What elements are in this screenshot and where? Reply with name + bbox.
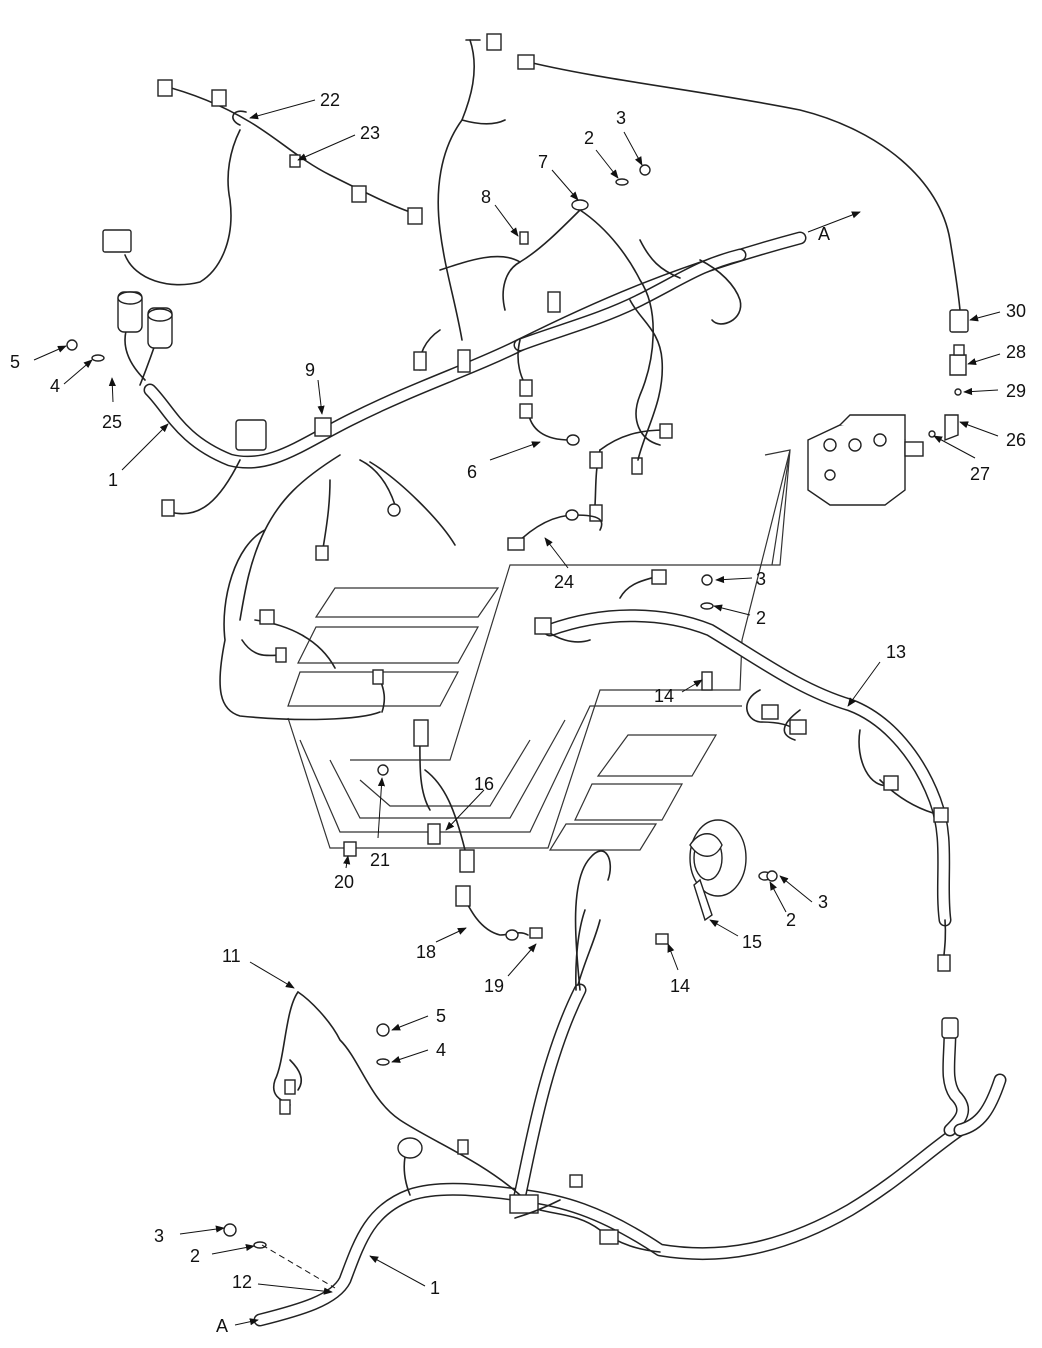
callout-11: 11 — [222, 946, 241, 966]
harness-segment-24 — [507, 509, 603, 551]
callout-5: 5 — [436, 1006, 446, 1026]
valve-block-assembly — [807, 344, 967, 506]
callout-labels: 22 23 3 2 7 8 A 30 28 29 26 27 5 4 25 9 … — [10, 90, 1026, 1336]
callout-a-top: A — [818, 224, 830, 244]
callout-19: 19 — [484, 976, 504, 996]
callout-4: 4 — [436, 1040, 446, 1060]
callout-8: 8 — [481, 187, 491, 207]
upper-main-harness — [117, 231, 807, 721]
callout-22: 22 — [320, 90, 340, 110]
callout-20: 20 — [334, 872, 354, 892]
callout-28: 28 — [1006, 342, 1026, 362]
callout-25: 25 — [102, 412, 122, 432]
callout-3: 3 — [154, 1226, 164, 1246]
top-left-connector-branch — [102, 79, 423, 286]
callout-21: 21 — [370, 850, 390, 870]
center-wire-loops — [413, 33, 969, 522]
callout-13: 13 — [886, 642, 906, 662]
callout-12: 12 — [232, 1272, 252, 1292]
callout-30: 30 — [1006, 301, 1026, 321]
callout-5: 5 — [10, 352, 20, 372]
machine-decal-outline — [287, 449, 791, 851]
callout-3: 3 — [818, 892, 828, 912]
callout-a-bottom: A — [216, 1316, 228, 1336]
callout-15: 15 — [742, 932, 762, 952]
callout-4: 4 — [50, 376, 60, 396]
callout-24: 24 — [554, 572, 574, 592]
callout-3: 3 — [756, 569, 766, 589]
callout-7: 7 — [538, 152, 548, 172]
callout-9: 9 — [305, 360, 315, 380]
callout-1: 1 — [108, 470, 118, 490]
upper-fasteners — [66, 164, 651, 362]
callout-1: 1 — [430, 1278, 440, 1298]
callout-26: 26 — [1006, 430, 1026, 450]
callout-18: 18 — [416, 942, 436, 962]
callout-27: 27 — [970, 464, 990, 484]
callout-2: 2 — [756, 608, 766, 628]
callout-leader-lines — [33, 99, 1001, 1295]
sensor-cluster — [343, 719, 543, 941]
callout-2: 2 — [190, 1246, 200, 1266]
callout-2: 2 — [786, 910, 796, 930]
lower-main-harness — [223, 850, 1007, 1327]
right-harness-13 — [534, 569, 952, 972]
callout-14: 14 — [670, 976, 690, 996]
callout-14: 14 — [654, 686, 674, 706]
callout-16: 16 — [474, 774, 494, 794]
callout-29: 29 — [1006, 381, 1026, 401]
callout-6: 6 — [467, 462, 477, 482]
callout-23: 23 — [360, 123, 380, 143]
horn-assembly — [655, 819, 778, 945]
callout-3: 3 — [616, 108, 626, 128]
callout-2: 2 — [584, 128, 594, 148]
